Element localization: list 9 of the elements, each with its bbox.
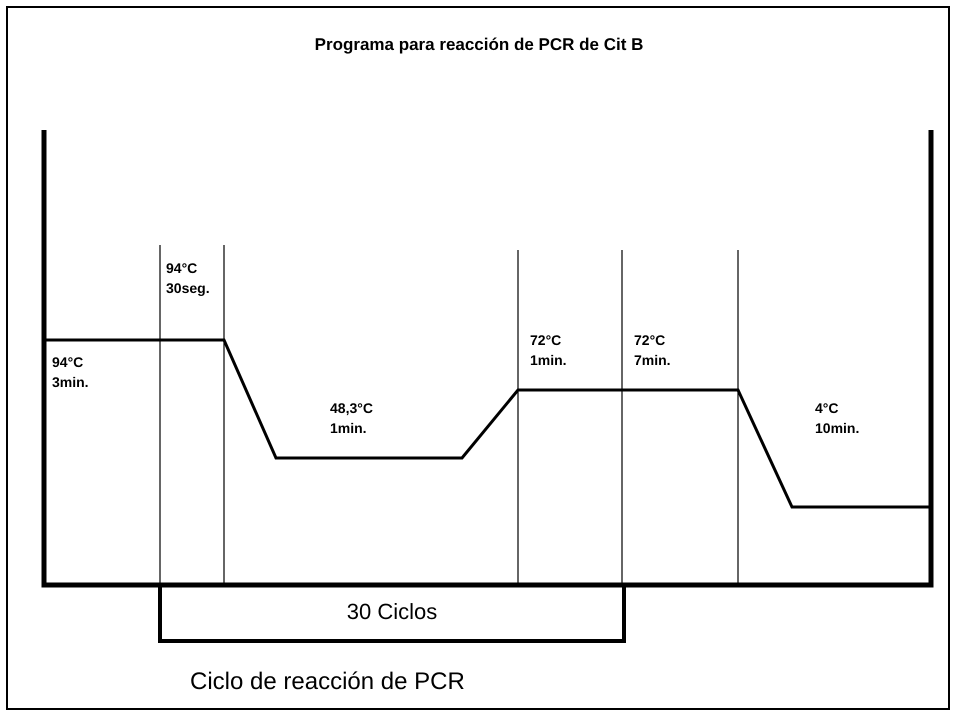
title: Programa para reacción de PCR de Cit B bbox=[314, 34, 644, 56]
cycle-count: 30 Ciclos bbox=[346, 598, 438, 626]
step-label: 48,3°C 1min. bbox=[330, 399, 373, 438]
step-label: 72°C 7min. bbox=[634, 331, 671, 370]
step-label: 94°C 30seg. bbox=[166, 259, 210, 298]
step-label: 4°C 10min. bbox=[815, 399, 860, 438]
step-label: 94°C 3min. bbox=[52, 353, 89, 392]
caption: Ciclo de reacción de PCR bbox=[190, 667, 465, 697]
step-label: 72°C 1min. bbox=[530, 331, 567, 370]
